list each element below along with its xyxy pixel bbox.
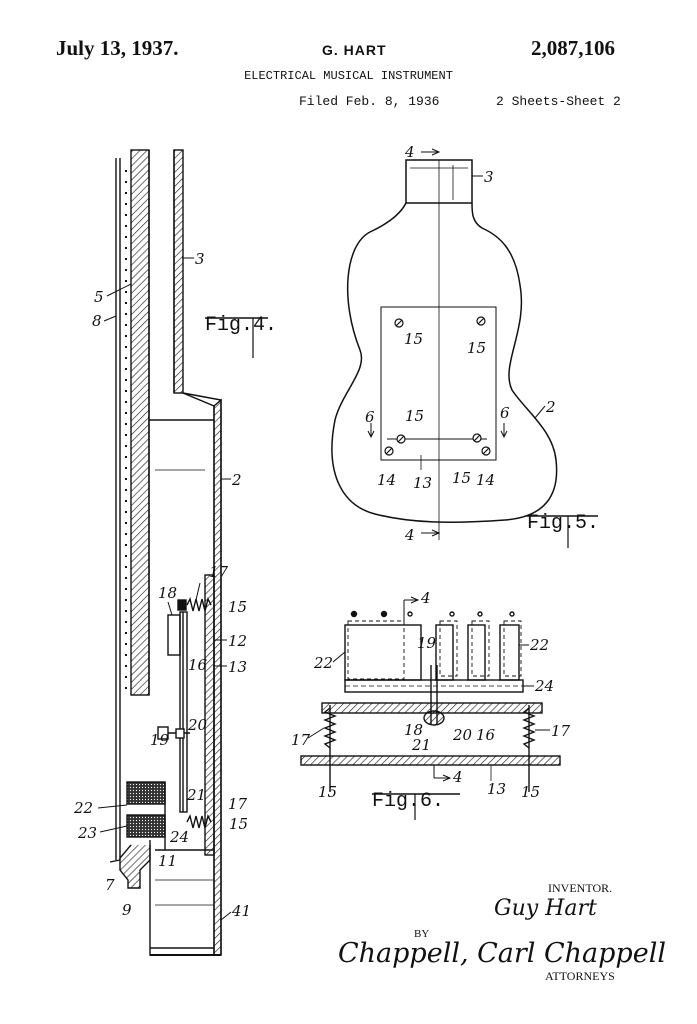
fig4-ref-2: 2 [231, 471, 242, 489]
fig6-ref-17b: 17 [551, 722, 571, 740]
fig4-ref-17b: 17 [228, 795, 248, 813]
sheet-count: 2 Sheets-Sheet 2 [496, 94, 621, 109]
fig4-ref-7: 7 [105, 876, 115, 894]
fig5-labels: 4 3 15 15 15 15 6 6 2 14 13 14 4 Fig.5. [365, 143, 599, 548]
fig6-ref-15a: 15 [318, 783, 337, 801]
attorneys-label: ATTORNEYS [545, 969, 615, 983]
fig4-ref-19: 19 [150, 731, 170, 749]
fig5-ref-15a: 15 [404, 330, 423, 348]
fig4-ref-12: 12 [228, 632, 247, 650]
fig4-ref-5: 5 [94, 288, 104, 306]
fig5-ref-15b: 15 [467, 339, 486, 357]
fig4-ref-15b: 15 [229, 815, 248, 833]
fig5-ref-2: 2 [545, 398, 556, 416]
inventor-label: INVENTOR. [548, 881, 613, 895]
inventor-name: G. HART [322, 42, 387, 58]
fig5-label: Fig.5. [527, 512, 599, 535]
fig5-ref-6b: 6 [500, 404, 510, 422]
fig4-ref-11: 11 [158, 852, 177, 870]
fig6-ref-17a: 17 [291, 731, 311, 749]
fig4-ref-3: 3 [195, 250, 205, 268]
fig5-ref-4-top: 4 [404, 143, 415, 161]
fig4-ref-18: 18 [158, 584, 177, 602]
fig4-ref-13: 13 [228, 658, 247, 676]
attorney-signature: Chappell, Carl Chappell [338, 938, 666, 969]
patent-title: ELECTRICAL MUSICAL INSTRUMENT [244, 69, 453, 83]
fig6-ref-22a: 22 [313, 654, 333, 672]
fig4-ref-21: 21 [186, 786, 206, 804]
fig4-ref-15a: 15 [228, 598, 247, 616]
fig5-ref-3: 3 [484, 168, 494, 186]
fig4-ref-22: 22 [73, 799, 93, 817]
fig4-ref-41: 41 [231, 902, 251, 920]
fig4-ref-24: 24 [169, 828, 189, 846]
fig6-label: Fig.6. [372, 790, 444, 813]
fig6-ref-4-top: 4 [420, 589, 431, 607]
patent-number: 2,087,106 [531, 36, 615, 60]
fig6-ref-22b: 22 [529, 636, 549, 654]
fig4-ref-23: 23 [77, 824, 97, 842]
fig4-label: Fig.4. [205, 314, 277, 337]
fig4-ref-16: 16 [188, 656, 208, 674]
fig6-ref-16: 16 [476, 726, 496, 744]
patent-date: July 13, 1937. [56, 36, 179, 60]
fig5-ref-14b: 14 [476, 471, 495, 489]
fig6-ref-15b: 15 [521, 783, 540, 801]
fig5-ref-4-bottom: 4 [404, 526, 415, 544]
fig5-drawing [331, 148, 558, 540]
fig6-drawing [300, 596, 561, 792]
fig6-labels: 4 22 19 22 24 17 18 20 16 17 21 4 15 13 … [291, 589, 571, 820]
inventor-signature: Guy Hart [494, 896, 597, 921]
filing-date: Filed Feb. 8, 1936 [299, 94, 440, 109]
fig6-ref-13: 13 [487, 780, 506, 798]
fig4-labels: 3 5 8 2 17 18 15 12 16 13 19 20 21 22 17… [73, 250, 277, 921]
fig4-ref-17a: 17 [209, 563, 229, 581]
fig5-ref-15d: 15 [452, 469, 471, 487]
fig5-ref-14a: 14 [377, 471, 396, 489]
fig5-ref-13: 13 [413, 474, 432, 492]
fig4-drawing [109, 149, 222, 956]
fig6-ref-21: 21 [411, 736, 431, 754]
fig6-ref-4-bottom: 4 [452, 768, 463, 786]
fig6-ref-24: 24 [534, 677, 554, 695]
fig6-ref-18: 18 [404, 721, 423, 739]
fig4-ref-9: 9 [122, 901, 132, 919]
fig5-ref-15c: 15 [405, 407, 424, 425]
fig6-ref-19: 19 [417, 634, 437, 652]
by-label: BY [414, 928, 430, 940]
fig5-ref-6a: 6 [365, 408, 375, 426]
fig4-ref-8: 8 [92, 312, 102, 330]
fig4-ref-20: 20 [187, 716, 208, 734]
fig6-ref-20: 20 [452, 726, 473, 744]
